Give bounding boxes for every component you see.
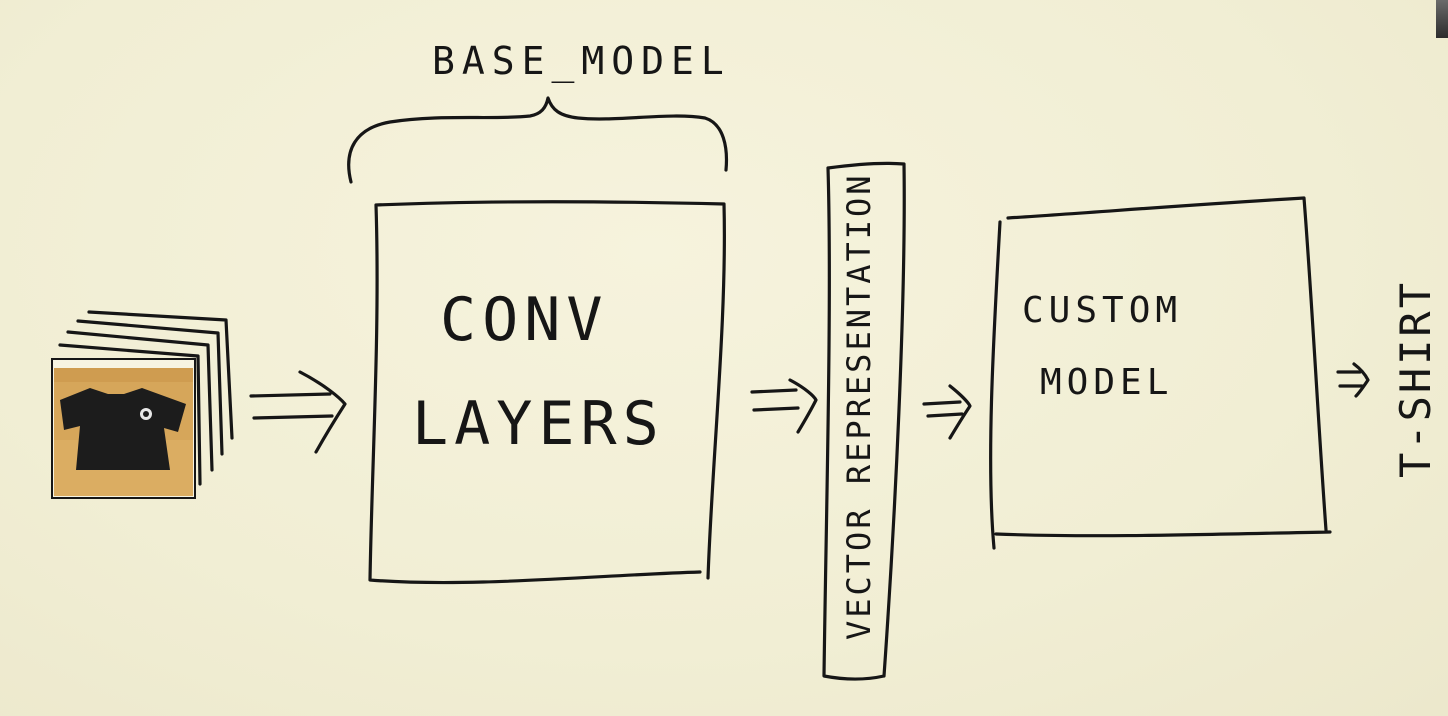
stack-sheet-back (87, 310, 234, 440)
vector-representation-column (822, 161, 906, 681)
stack-sheet-2 (66, 330, 214, 472)
model-label: MODEL (1040, 362, 1173, 403)
conv-label: CONV (440, 285, 609, 355)
custom-label: CUSTOM (1022, 290, 1182, 331)
conv-layers-box (368, 200, 726, 585)
base-model-title: BASE_MODEL (432, 39, 731, 84)
layers-label: LAYERS (412, 389, 665, 459)
input-image-stack (51, 310, 234, 499)
stack-sheet-1 (58, 343, 202, 486)
arrow-custom-to-output (1336, 362, 1370, 398)
stack-sheet-3 (76, 319, 224, 456)
vector-representation-label: VECTOR REPRESENTATION (840, 172, 878, 640)
webcam-thumbnail (1436, 0, 1448, 38)
custom-model-box (989, 196, 1332, 550)
arrow-conv-to-vector (750, 378, 818, 434)
arrow-vector-to-custom (922, 384, 972, 440)
arrow-input-to-conv (249, 370, 347, 454)
tshirt-photo-icon (54, 368, 193, 496)
t-shirt-output-label: T-SHIRT (1391, 280, 1440, 478)
base-model-brace (347, 96, 729, 184)
